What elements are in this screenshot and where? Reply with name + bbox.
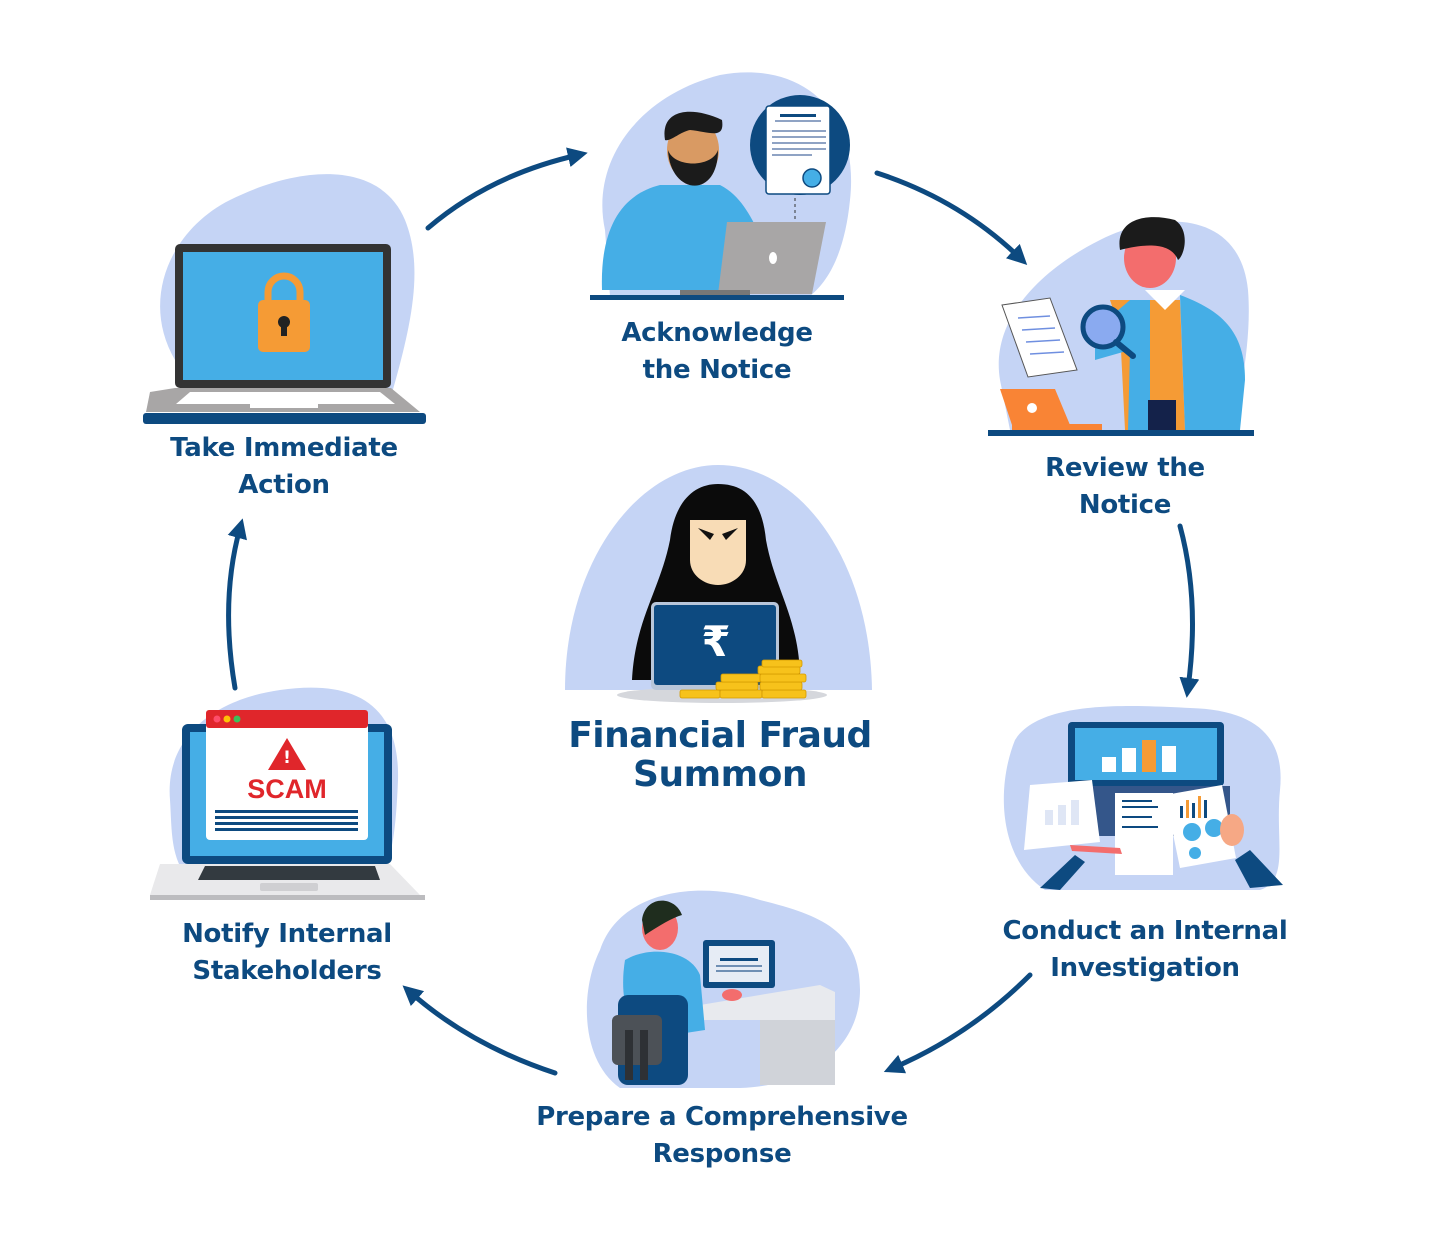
arrow-acknowledge-to-review (874, 170, 1028, 265)
cycle-arrows (226, 147, 1200, 1076)
step-label-review: Review the Notice (975, 450, 1275, 524)
step-label-line: Investigation (1050, 953, 1240, 983)
step-label-line: Notice (1078, 490, 1172, 520)
step-label-respond: Prepare a Comprehensive Response (522, 1099, 922, 1173)
person-desk-icon (586, 890, 860, 1088)
arrow-review-to-investigate (1177, 523, 1200, 698)
step-label-line: Take Immediate (170, 433, 398, 463)
scam-text: SCAM (247, 774, 327, 804)
scam-laptop-icon (150, 687, 425, 900)
arrow-action-to-acknowledge (425, 147, 588, 231)
locked-laptop-icon (143, 174, 426, 424)
rupee-symbol: ₹ (701, 617, 731, 666)
diagram-title: Financial Fraud Summon (520, 716, 920, 794)
title-line-2: Summon (633, 754, 807, 795)
step-label-line: Acknowledge (621, 318, 813, 348)
alert-exclamation-icon: ! (283, 748, 291, 768)
magnifier-document-icon (988, 217, 1254, 436)
person-laptop-document-icon (590, 72, 852, 300)
step-label-line: Response (652, 1139, 792, 1169)
coin-stacks (679, 659, 807, 699)
arrow-investigate-to-respond (883, 972, 1033, 1074)
step-label-line: Prepare a Comprehensive (536, 1102, 908, 1132)
arrow-notify-to-action (226, 518, 247, 691)
arrow-respond-to-notify (402, 985, 558, 1076)
step-label-line: Action (238, 470, 330, 500)
step-label-line: the Notice (642, 355, 792, 385)
step-label-acknowledge: Acknowledge the Notice (567, 315, 867, 389)
step-label-notify: Notify Internal Stakeholders (137, 916, 437, 990)
step-label-line: Conduct an Internal (1002, 916, 1288, 946)
step-label-line: Notify Internal (182, 919, 392, 949)
step-label-action: Take Immediate Action (134, 430, 434, 504)
title-line-1: Financial Fraud (568, 715, 872, 756)
step-label-line: Review the (1045, 453, 1205, 483)
laptop-charts-icon (1003, 706, 1283, 890)
step-label-line: Stakeholders (192, 956, 382, 986)
hacker-icon (565, 465, 872, 703)
step-label-investigate: Conduct an Internal Investigation (975, 913, 1315, 987)
